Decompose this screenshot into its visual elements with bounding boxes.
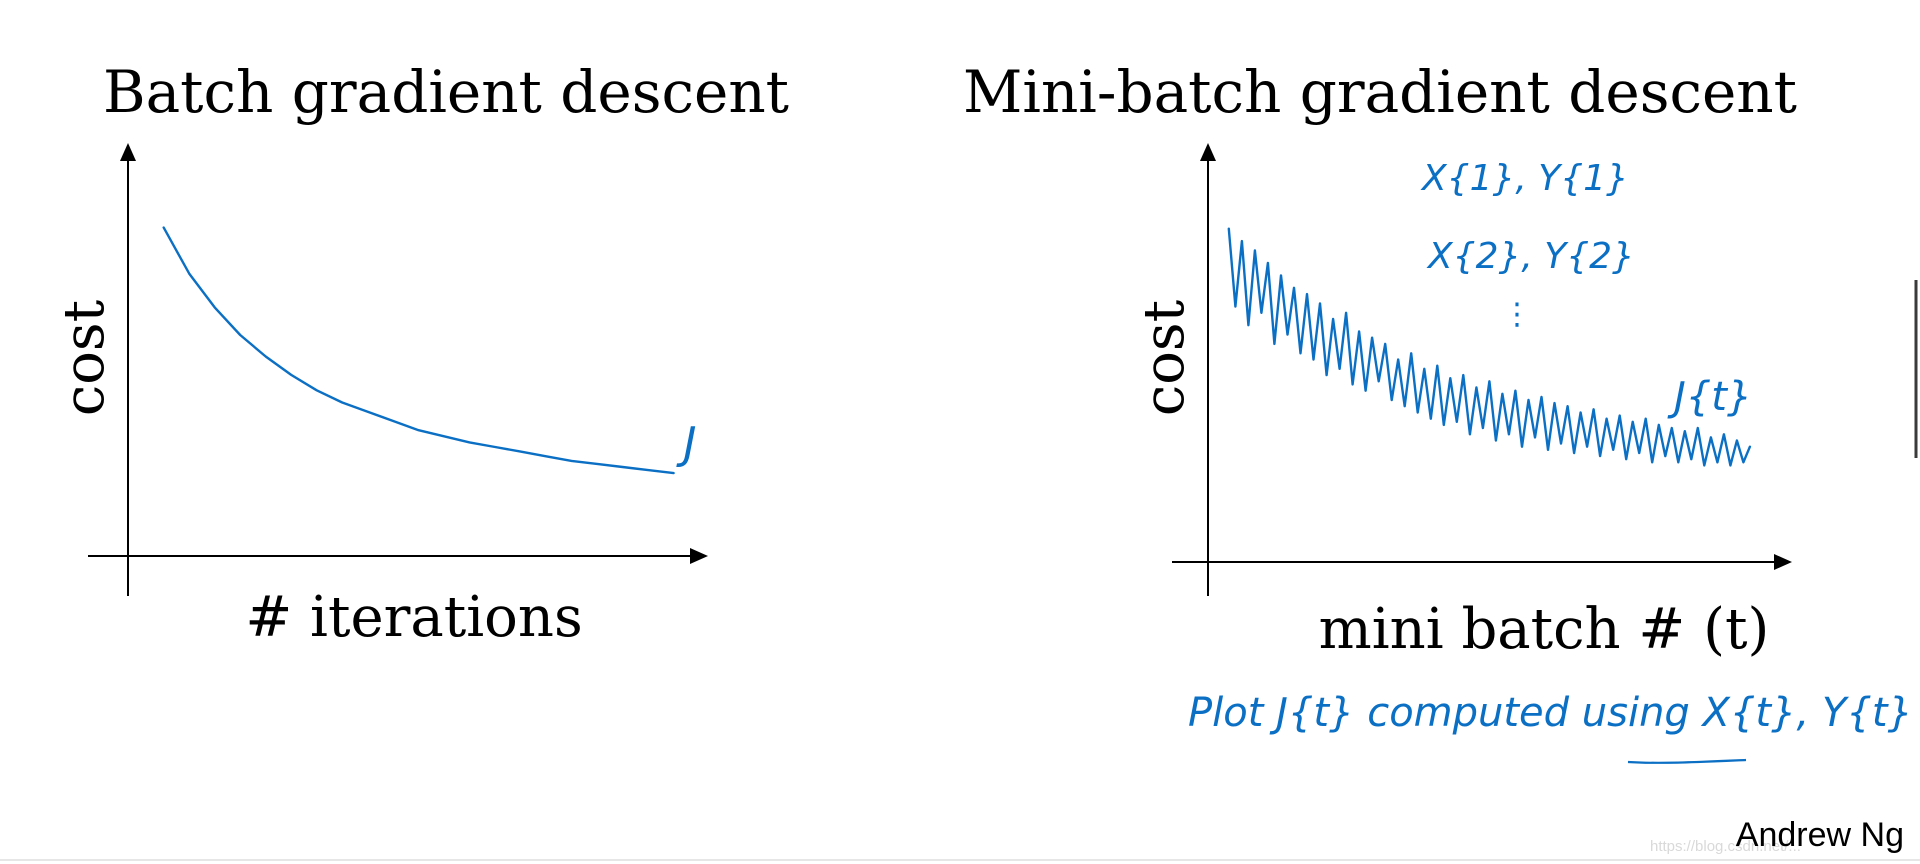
minibatch-cost-curve [1227, 227, 1752, 467]
minibatch-x-axis-label: mini batch # (t) [1319, 597, 1770, 662]
minibatch-x-arrow [1774, 554, 1792, 570]
batch-cost-curve [162, 226, 675, 475]
plot-note: Plot J{t} computed using X{t}, Y{t} [1188, 690, 1913, 736]
minibatch-y-arrow [1200, 143, 1216, 161]
batch-y-arrow [120, 143, 136, 161]
batch-x-axis-label: # iterations [245, 585, 582, 650]
batch-curve-label: J [676, 418, 697, 469]
author-credit: Andrew Ng [1736, 816, 1904, 854]
minibatch-gd-chart: Mini-batch gradient descent cost mini ba… [963, 58, 1913, 764]
batch-x-arrow [690, 548, 708, 564]
plot-note-underline [1627, 758, 1747, 764]
minibatch-curve-label: J{t} [1667, 374, 1752, 420]
batch-note-ellipsis: ⋮ [1502, 297, 1532, 332]
batch-chart-title: Batch gradient descent [103, 58, 789, 126]
batch-y-axis-label: cost [52, 299, 117, 416]
batch-note-1: X{1}, Y{1} [1420, 158, 1629, 199]
batch-note-2: X{2}, Y{2} [1426, 236, 1635, 277]
batch-gd-chart: Batch gradient descent cost # iterations… [52, 58, 789, 650]
minibatch-y-axis-label: cost [1132, 299, 1197, 416]
watermark: https://blog.csdn.net/... [1650, 838, 1801, 855]
minibatch-chart-title: Mini-batch gradient descent [963, 58, 1797, 126]
